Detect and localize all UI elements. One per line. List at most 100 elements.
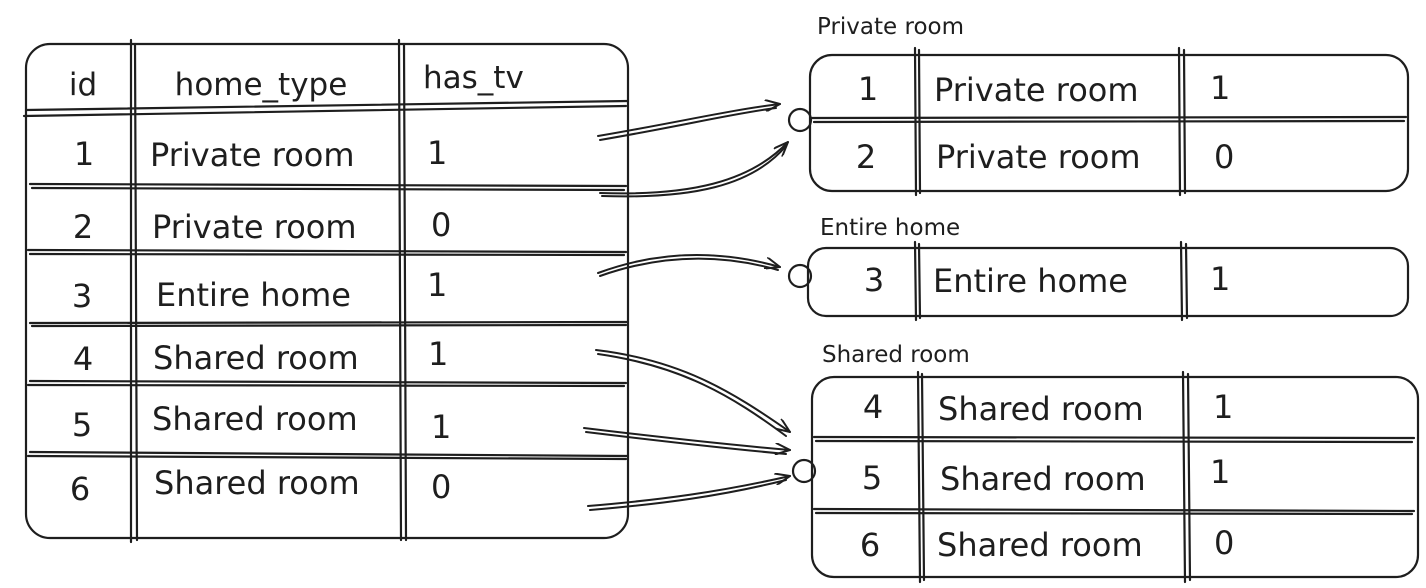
source-header-home-type: home_type xyxy=(175,67,348,103)
source-column-divider xyxy=(402,42,408,542)
source-table xyxy=(22,38,630,544)
source-cell-home-type: Private room xyxy=(152,208,357,246)
source-row: 5 Shared room 1 xyxy=(72,400,452,446)
arrow-row-3 xyxy=(597,253,781,274)
partition-cell-id: 2 xyxy=(856,138,876,176)
source-cell-id: 6 xyxy=(70,470,90,508)
partition-cell-home-type: Private room xyxy=(936,138,1141,176)
partition-row-separator xyxy=(814,511,1414,516)
partition-private-room xyxy=(787,46,1410,197)
partition-entire-home xyxy=(787,240,1410,322)
partition-shared-room xyxy=(791,370,1420,584)
partition-cell-id: 3 xyxy=(864,261,884,299)
partition-cell-has-tv: 1 xyxy=(1210,260,1230,298)
source-row: 3 Entire home 1 xyxy=(72,266,448,315)
source-row: 4 Shared room 1 xyxy=(73,335,449,378)
source-cell-has-tv: 1 xyxy=(427,134,447,172)
partition-cell-id: 1 xyxy=(858,70,878,108)
partition-column-divider xyxy=(916,370,922,584)
partition-row-separator xyxy=(812,435,1416,440)
arrow-row-5-sketch xyxy=(585,431,787,455)
partition-cell-id: 5 xyxy=(862,459,882,497)
source-cell-has-tv: 0 xyxy=(431,468,451,506)
source-cell-id: 2 xyxy=(73,208,93,246)
partition-row: 6 Shared room 0 xyxy=(860,524,1235,564)
arrow-row-4 xyxy=(595,349,791,433)
source-cell-id: 4 xyxy=(73,340,93,378)
partition-row-separator xyxy=(810,115,1408,120)
source-column-divider xyxy=(397,38,403,542)
source-row: 6 Shared room 0 xyxy=(70,464,452,508)
partition-cell-home-type: Shared room xyxy=(940,460,1146,498)
arrow-row-3-sketch xyxy=(599,257,779,277)
source-header-id: id xyxy=(69,67,97,103)
source-row-separator xyxy=(26,454,628,461)
source-header-separator xyxy=(22,104,628,118)
partition-cell-home-type: Shared room xyxy=(938,390,1144,428)
source-cell-id: 5 xyxy=(72,406,92,444)
partition-column-divider xyxy=(1186,372,1192,582)
partition-connector-circle xyxy=(787,263,813,289)
arrow-row-4-sketch xyxy=(597,353,787,437)
source-cell-has-tv: 1 xyxy=(431,408,451,446)
source-cell-home-type: Private room xyxy=(150,136,355,174)
source-row-separator xyxy=(26,383,626,388)
source-cell-has-tv: 0 xyxy=(431,206,451,244)
source-row-separator xyxy=(30,186,626,192)
partition-cell-home-type: Entire home xyxy=(933,262,1128,300)
arrows xyxy=(583,104,791,511)
partition-title-entire-home: Entire home xyxy=(820,215,960,241)
partition-title-shared-room: Shared room xyxy=(822,342,970,368)
partition-row: 2 Private room 0 xyxy=(856,138,1235,176)
partition-cell-has-tv: 1 xyxy=(1213,388,1233,426)
partition-row-separator xyxy=(812,507,1416,513)
partition-connector-circle xyxy=(791,458,817,484)
source-row-separator xyxy=(28,320,630,325)
source-row-separator xyxy=(28,379,628,385)
partition-row: 1 Private room 1 xyxy=(858,69,1231,109)
source-cell-id: 3 xyxy=(72,277,92,315)
source-row-separator xyxy=(28,182,628,188)
partition-title-private-room: Private room xyxy=(817,14,964,40)
arrow-row-2 xyxy=(599,141,789,195)
source-cell-home-type: Shared room xyxy=(152,400,358,438)
partition-row-separator xyxy=(814,439,1414,444)
partition-row: 3 Entire home 1 xyxy=(864,260,1231,300)
partition-column-divider xyxy=(920,372,926,582)
arrow-row-1-sketch xyxy=(599,107,777,141)
partition-cell-has-tv: 0 xyxy=(1214,524,1234,562)
source-row: 1 Private room 1 xyxy=(74,134,448,174)
partition-column-divider xyxy=(1181,370,1187,584)
partition-cell-id: 4 xyxy=(863,388,883,426)
source-cell-home-type: Entire home xyxy=(156,276,351,314)
source-cell-home-type: Shared room xyxy=(154,464,360,502)
source-row-separator xyxy=(28,252,626,257)
partition-row: 5 Shared room 1 xyxy=(862,453,1231,498)
arrow-row-6 xyxy=(587,476,791,507)
source-cell-has-tv: 1 xyxy=(427,266,447,304)
source-header-separator xyxy=(24,99,630,112)
source-row-separator xyxy=(26,248,628,254)
partition-cell-has-tv: 1 xyxy=(1210,453,1230,491)
partition-row: 4 Shared room 1 xyxy=(863,388,1234,428)
arrow-row-5 xyxy=(583,427,791,450)
source-header-has-tv: has_tv xyxy=(423,60,524,96)
partition-cell-has-tv: 1 xyxy=(1210,69,1230,107)
source-cell-has-tv: 1 xyxy=(428,335,448,373)
partition-cell-home-type: Shared room xyxy=(937,526,1143,564)
arrow-row-1 xyxy=(597,104,781,137)
source-cell-home-type: Shared room xyxy=(153,339,359,377)
partition-cell-home-type: Private room xyxy=(934,71,1139,109)
source-row: 2 Private room 0 xyxy=(73,206,452,246)
partition-connector-circle xyxy=(787,107,813,133)
partition-column-divider xyxy=(917,242,922,320)
partition-column-divider xyxy=(913,240,918,322)
partition-row-separator xyxy=(812,119,1406,124)
arrow-row-2-sketch xyxy=(601,145,787,198)
partition-column-divider xyxy=(1184,242,1189,320)
source-cell-id: 1 xyxy=(74,135,94,173)
partition-cell-id: 6 xyxy=(860,526,880,564)
arrow-row-6-sketch xyxy=(589,479,787,511)
source-column-divider xyxy=(133,42,139,542)
